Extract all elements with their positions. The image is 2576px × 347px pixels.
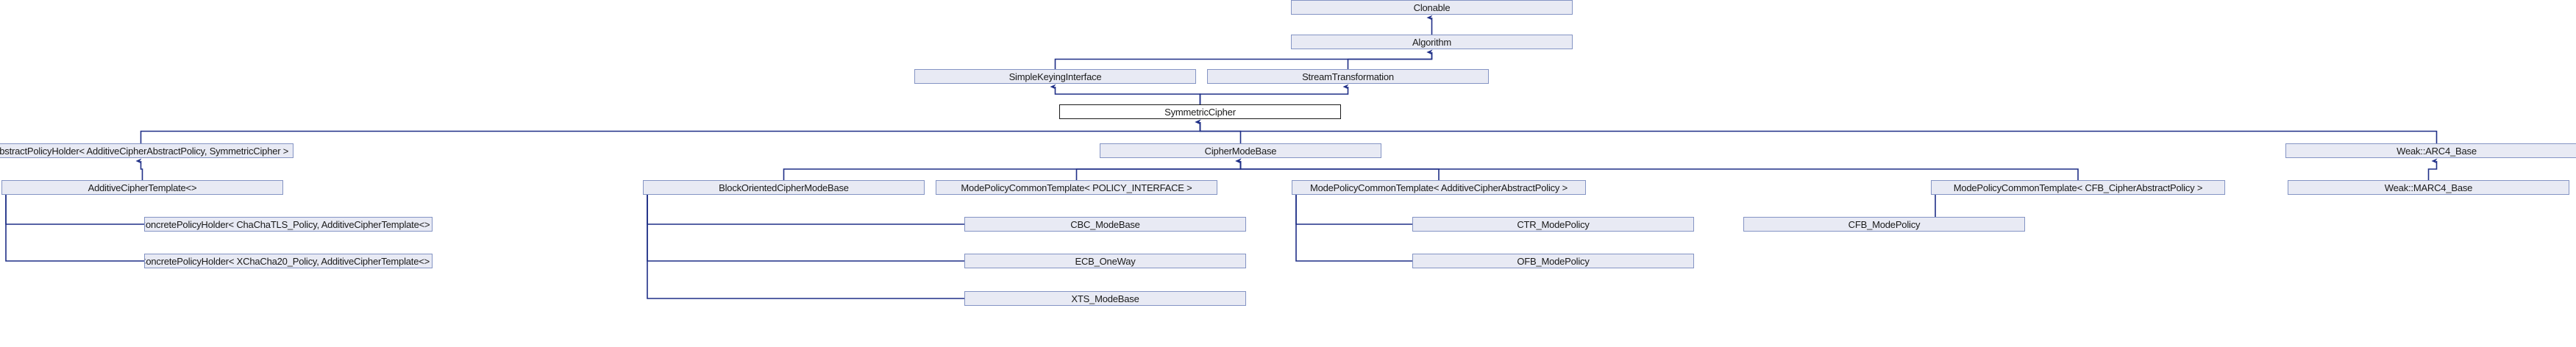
edge [1075, 158, 1242, 180]
edge [1199, 84, 1349, 104]
edge [1195, 119, 1242, 143]
class-node-algorithm[interactable]: Algorithm [1291, 35, 1573, 49]
edge [1050, 84, 1201, 104]
class-node-modepolicy_pi[interactable]: ModePolicyCommonTemplate< POLICY_INTERFA… [936, 180, 1217, 195]
class-node-label: Clonable [1413, 1, 1451, 13]
class-node-label: AbstractPolicyHolder< AdditiveCipherAbst… [0, 145, 289, 157]
class-node-label: ModePolicyCommonTemplate< POLICY_INTERFA… [961, 182, 1192, 193]
class-node-streamtransformation[interactable]: StreamTransformation [1207, 69, 1489, 84]
edge [2427, 158, 2438, 180]
class-node-clonable[interactable]: Clonable [1291, 0, 1573, 15]
class-node-modepolicy_acap[interactable]: ModePolicyCommonTemplate< AdditiveCipher… [1292, 180, 1586, 195]
edge [1295, 195, 1412, 262]
edge [1054, 49, 1433, 69]
class-node-label: ModePolicyCommonTemplate< AdditiveCipher… [1309, 182, 1568, 193]
edge [647, 195, 964, 299]
class-node-label: Algorithm [1412, 36, 1452, 48]
edge [5, 195, 144, 225]
edge [1195, 119, 2438, 143]
class-node-label: ConcretePolicyHolder< ChaChaTLS_Policy, … [144, 218, 433, 230]
class-node-xts_modebase[interactable]: XTS_ModeBase [964, 291, 1246, 306]
edge [5, 195, 144, 262]
class-node-cph_chachatls[interactable]: ConcretePolicyHolder< ChaChaTLS_Policy, … [144, 217, 433, 232]
class-node-label: OFB_ModePolicy [1517, 255, 1590, 267]
class-node-label: SymmetricCipher [1164, 106, 1236, 118]
class-node-label: CBC_ModeBase [1070, 218, 1140, 230]
class-node-label: AdditiveCipherTemplate<> [88, 182, 197, 193]
class-node-ofb_modepolicy[interactable]: OFB_ModePolicy [1412, 254, 1694, 268]
class-node-marc4base[interactable]: Weak::MARC4_Base [2288, 180, 2569, 195]
class-node-label: CipherModeBase [1204, 145, 1277, 157]
class-node-abstractpolicyholder[interactable]: AbstractPolicyHolder< AdditiveCipherAbst… [0, 143, 293, 158]
edge [647, 195, 964, 225]
class-node-cph_xchacha20[interactable]: ConcretePolicyHolder< XChaCha20_Policy, … [144, 254, 433, 268]
class-node-modepolicy_cfb[interactable]: ModePolicyCommonTemplate< CFB_CipherAbst… [1931, 180, 2225, 195]
edge [647, 195, 964, 262]
edge [140, 119, 1201, 143]
class-node-ciphermodebase[interactable]: CipherModeBase [1100, 143, 1381, 158]
edge [783, 158, 1242, 180]
class-node-simplekeying[interactable]: SimpleKeyingInterface [914, 69, 1196, 84]
class-node-ctr_modepolicy[interactable]: CTR_ModePolicy [1412, 217, 1694, 232]
class-node-label: ECB_OneWay [1075, 255, 1136, 267]
edge [1347, 49, 1433, 69]
class-node-label: SimpleKeyingInterface [1008, 71, 1102, 82]
class-node-ecb_oneway[interactable]: ECB_OneWay [964, 254, 1246, 268]
class-node-label: Weak::MARC4_Base [2384, 182, 2473, 193]
edge [135, 158, 143, 180]
class-node-cfb_modepolicy[interactable]: CFB_ModePolicy [1743, 217, 2025, 232]
class-node-label: Weak::ARC4_Base [2397, 145, 2477, 157]
class-node-label: XTS_ModeBase [1071, 293, 1139, 304]
class-node-label: CTR_ModePolicy [1517, 218, 1590, 230]
edge [1235, 158, 1440, 180]
class-node-label: ConcretePolicyHolder< XChaCha20_Policy, … [144, 255, 433, 267]
class-node-cbc_modebase[interactable]: CBC_ModeBase [964, 217, 1246, 232]
edge [1295, 195, 1412, 225]
class-node-blockoriented[interactable]: BlockOrientedCipherModeBase [643, 180, 925, 195]
class-node-label: StreamTransformation [1302, 71, 1394, 82]
class-node-arc4base[interactable]: Weak::ARC4_Base [2285, 143, 2576, 158]
class-node-label: CFB_ModePolicy [1848, 218, 1921, 230]
class-node-symmetriccipher[interactable]: SymmetricCipher [1059, 104, 1341, 119]
edge [1235, 158, 2079, 180]
class-node-label: BlockOrientedCipherModeBase [719, 182, 849, 193]
class-node-additiveciphertpl[interactable]: AdditiveCipherTemplate<> [1, 180, 283, 195]
class-node-label: ModePolicyCommonTemplate< CFB_CipherAbst… [1953, 182, 2203, 193]
